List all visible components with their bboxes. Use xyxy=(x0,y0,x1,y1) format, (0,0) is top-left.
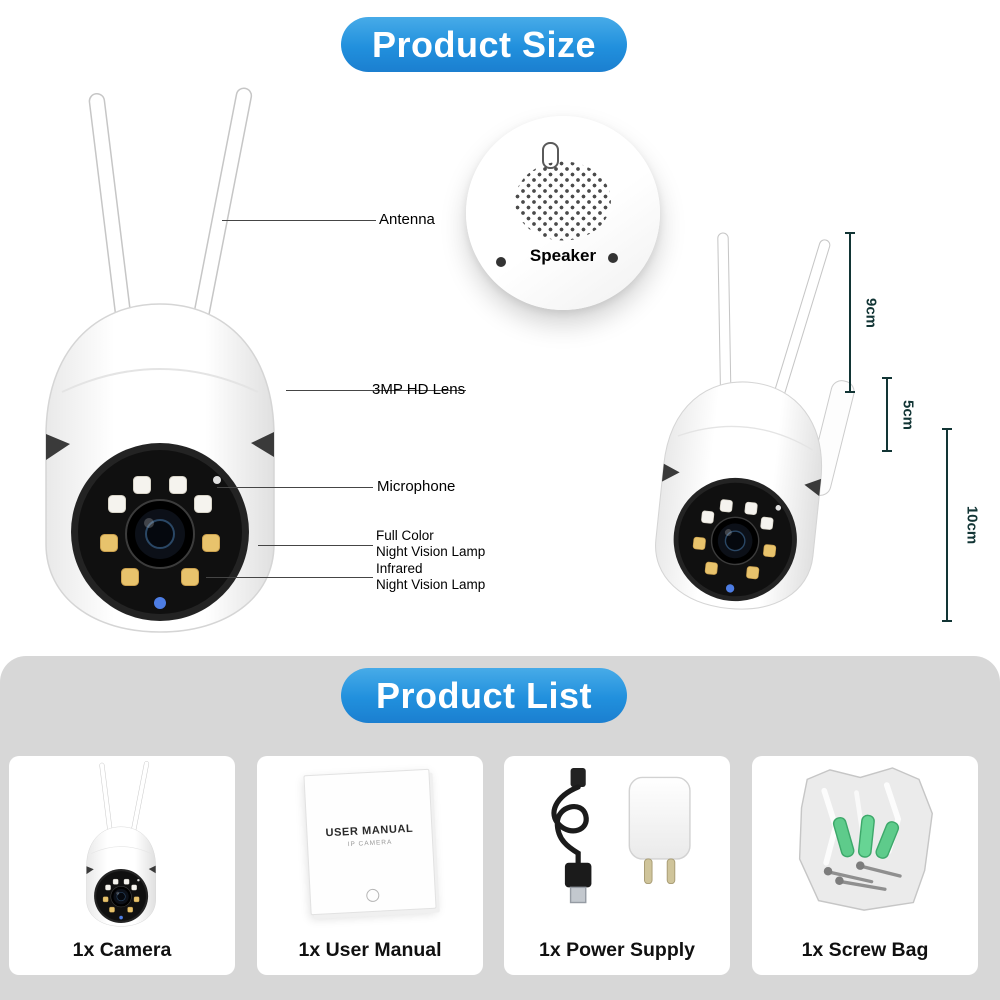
screws-icon xyxy=(828,864,902,891)
card-user-manual: USER MANUAL IP CAMERA 1x User Manual xyxy=(257,756,483,975)
power-supply-illustration xyxy=(551,768,691,904)
card-screw-bag: 1x Screw Bag xyxy=(752,756,978,975)
microphone-label: Microphone xyxy=(377,478,456,495)
full-color-label-line1: Full Color xyxy=(376,528,434,543)
dimension-antenna-height: 9cm xyxy=(845,232,880,393)
microphone-leader-line xyxy=(217,487,373,488)
dimension-body-label: 10cm xyxy=(963,505,981,545)
product-list-banner: Product List xyxy=(341,668,627,723)
card-power-supply: 1x Power Supply xyxy=(504,756,730,975)
lens-label: 3MP HD Lens xyxy=(372,381,466,398)
infrared-label: Infrared Night Vision Lamp xyxy=(376,561,485,593)
dimension-antenna-label: 9cm xyxy=(862,297,880,328)
product-size-banner: Product Size xyxy=(341,17,627,72)
user-manual-illustration: USER MANUAL IP CAMERA xyxy=(303,768,437,916)
card-camera: 1x Camera xyxy=(9,756,235,975)
full-color-label-line2: Night Vision Lamp xyxy=(376,544,486,559)
antenna-leader-line xyxy=(222,220,376,221)
full-color-leader-line xyxy=(258,545,373,546)
antenna-label: Antenna xyxy=(379,211,435,228)
manual-logo-mark-icon xyxy=(365,888,380,903)
speaker-back-panel: Speaker xyxy=(466,116,660,310)
infrared-label-line1: Infrared xyxy=(376,561,423,576)
camera-side-illustration xyxy=(648,224,847,618)
wall-anchors-icon xyxy=(832,814,900,859)
infrared-leader-line xyxy=(206,577,373,578)
speaker-grille-icon xyxy=(515,161,611,241)
camera-thumbnail-icon xyxy=(86,760,156,927)
camera-front-illustration xyxy=(45,85,275,634)
product-list-section: Product List 1x Camera USER MANUAL IP CA… xyxy=(0,656,1000,1000)
dimension-head-height: 5cm xyxy=(882,377,917,452)
card-power-supply-label: 1x Power Supply xyxy=(538,939,696,961)
card-user-manual-label: 1x User Manual xyxy=(298,939,442,961)
infrared-label-line2: Night Vision Lamp xyxy=(376,577,486,592)
lens-leader-line xyxy=(286,390,466,391)
screw-hole-left-icon xyxy=(496,257,506,267)
power-adapter-icon xyxy=(628,776,691,885)
dimension-head-label: 5cm xyxy=(899,399,917,430)
full-color-label: Full Color Night Vision Lamp xyxy=(376,528,485,560)
screw-bag-illustration xyxy=(798,767,933,911)
card-camera-label: 1x Camera xyxy=(72,939,172,961)
card-screw-bag-label: 1x Screw Bag xyxy=(801,939,929,961)
screw-hole-right-icon xyxy=(608,253,618,263)
speaker-label: Speaker xyxy=(529,246,597,265)
dimension-body-height: 10cm xyxy=(942,428,981,622)
usb-cable-icon xyxy=(551,768,592,904)
